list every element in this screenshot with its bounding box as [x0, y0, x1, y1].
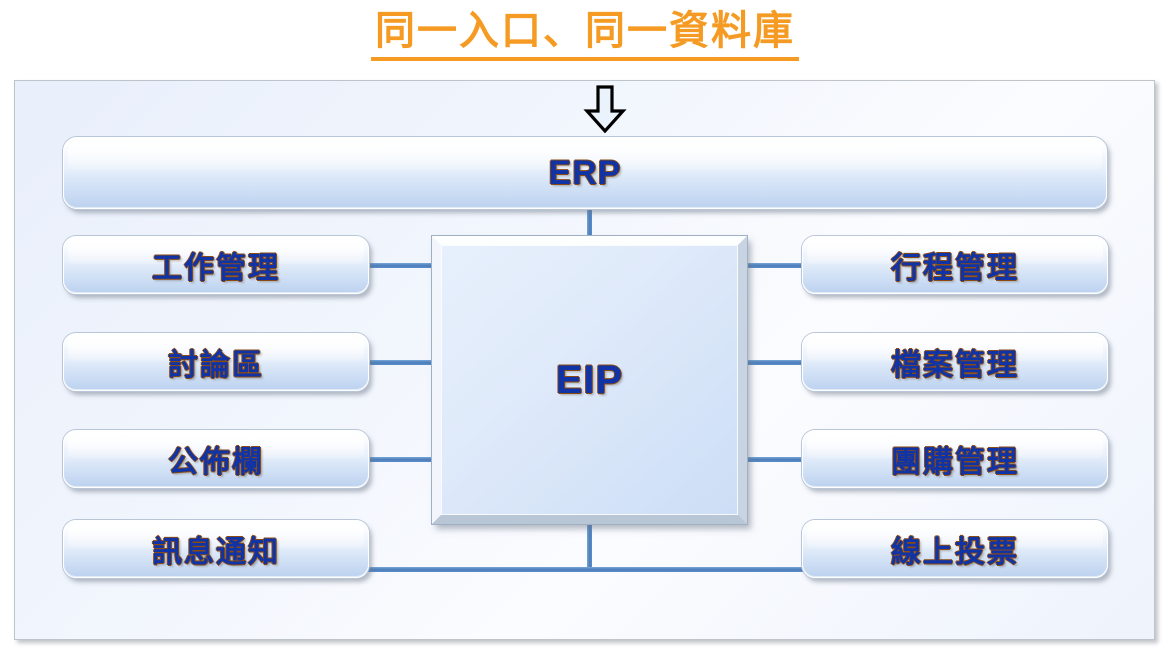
node-online-voting[interactable]: 線上投票: [802, 520, 1108, 578]
node-message-notify[interactable]: 訊息通知: [63, 520, 369, 578]
node-discussion-board-label: 討論區: [168, 348, 264, 383]
node-eip-label: EIP: [555, 357, 624, 402]
node-bulletin-board[interactable]: 公佈欄: [63, 430, 369, 488]
node-erp[interactable]: ERP: [63, 137, 1107, 209]
node-eip[interactable]: EIP: [431, 235, 748, 525]
down-arrow-icon: [583, 85, 627, 134]
connector-left-row3: [367, 457, 437, 462]
connector-right-row1: [743, 263, 805, 268]
connector-right-row2: [743, 360, 805, 365]
node-work-management[interactable]: 工作管理: [63, 236, 369, 294]
node-erp-label: ERP: [548, 153, 622, 192]
connector-right-row3: [743, 457, 805, 462]
node-file-management-label: 檔案管理: [891, 348, 1019, 383]
diagram-panel: ERP EIP 工作管理 討論區 公佈欄 訊息通知 行程管理 檔案管理 團購管理…: [14, 80, 1155, 640]
connector-erp-eip: [587, 207, 592, 239]
node-file-management[interactable]: 檔案管理: [802, 333, 1108, 391]
connector-bottom-bus: [367, 567, 805, 572]
connector-left-row1: [367, 263, 437, 268]
node-schedule-management-label: 行程管理: [891, 251, 1019, 286]
node-bulletin-board-label: 公佈欄: [168, 445, 264, 480]
title-area: 同一入口、同一資料庫: [0, 8, 1170, 61]
node-group-buy-management-label: 團購管理: [891, 445, 1019, 480]
node-work-management-label: 工作管理: [152, 251, 280, 286]
connector-left-row2: [367, 360, 437, 365]
node-online-voting-label: 線上投票: [891, 535, 1019, 570]
node-discussion-board[interactable]: 討論區: [63, 333, 369, 391]
node-schedule-management[interactable]: 行程管理: [802, 236, 1108, 294]
node-message-notify-label: 訊息通知: [152, 535, 280, 570]
page-title: 同一入口、同一資料庫: [371, 8, 799, 61]
node-group-buy-management[interactable]: 團購管理: [802, 430, 1108, 488]
connector-eip-bottom-drop: [587, 524, 592, 569]
